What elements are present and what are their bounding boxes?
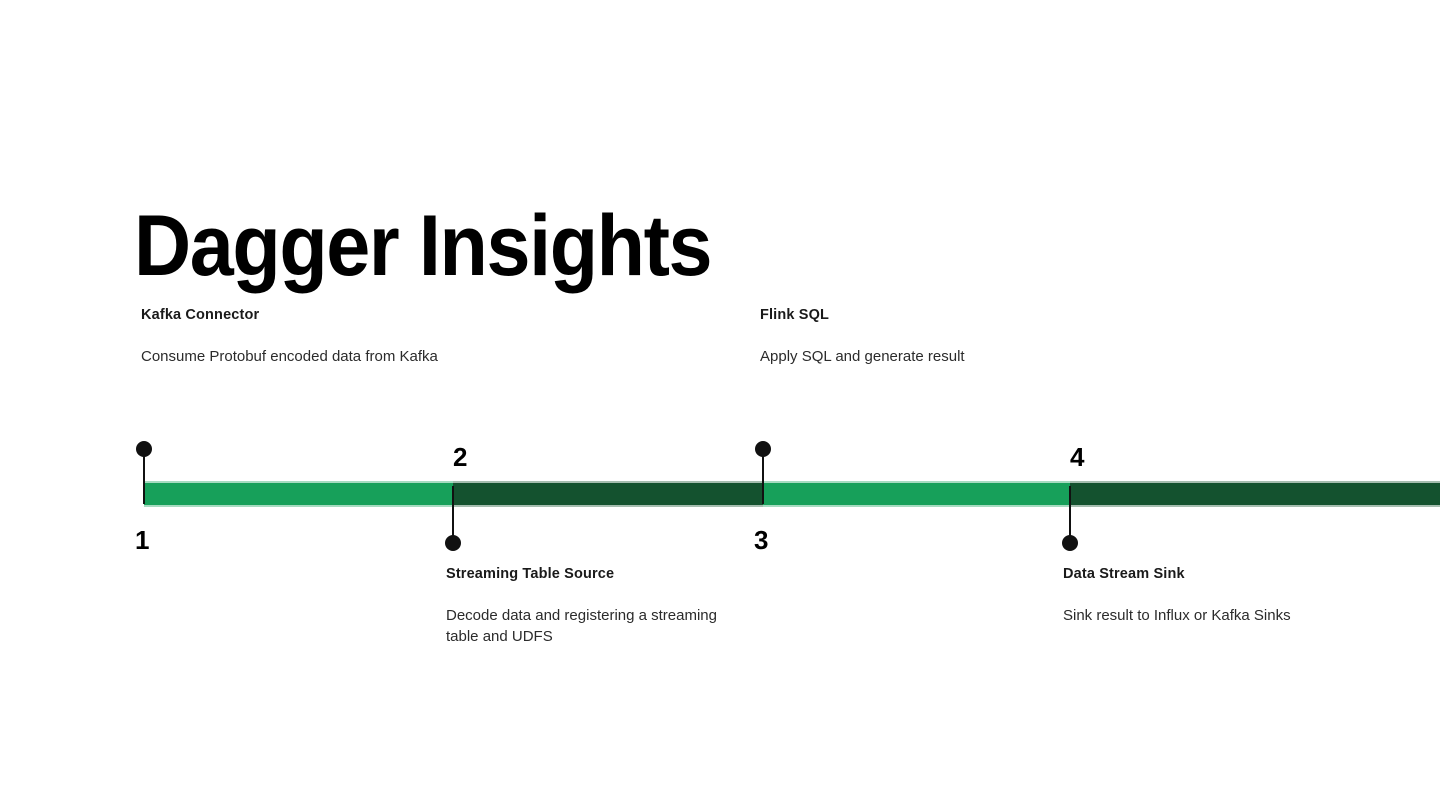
timeline-bar (144, 481, 1440, 507)
marker-number-1: 1 (135, 525, 149, 555)
marker-stem-4 (1069, 486, 1071, 544)
marker-stem-2 (452, 486, 454, 544)
marker-stem-1 (143, 452, 145, 504)
marker-number-2: 2 (453, 442, 467, 472)
timeline-segment-1 (144, 481, 453, 507)
timeline-segment-3 (762, 481, 1070, 507)
marker-dot-icon-4 (1062, 535, 1078, 551)
timeline-segment-4 (1069, 481, 1440, 507)
step-heading-4: Data Stream Sink (1063, 566, 1185, 582)
marker-number-3: 3 (754, 525, 768, 555)
step-text-block-3: Flink SQL Apply SQL and generate result (760, 306, 1060, 367)
marker-dot-icon-2 (445, 535, 461, 551)
step-heading-1: Kafka Connector (141, 307, 260, 323)
marker-stem-3 (762, 452, 764, 504)
page-title: Dagger Insights (134, 197, 713, 294)
step-description-1: Consume Protobuf encoded data from Kafka (141, 348, 438, 365)
step-description-4: Sink result to Influx or Kafka Sinks (1063, 607, 1291, 624)
step-description-2: Decode data and registering a streaming … (446, 607, 717, 645)
marker-number-4: 4 (1070, 442, 1084, 472)
marker-dot-icon-3 (755, 441, 771, 457)
marker-dot-icon-1 (136, 441, 152, 457)
step-description-3: Apply SQL and generate result (760, 348, 965, 365)
step-heading-3: Flink SQL (760, 307, 830, 323)
step-heading-2: Streaming Table Source (446, 566, 615, 582)
timeline-segment-2 (452, 481, 763, 507)
